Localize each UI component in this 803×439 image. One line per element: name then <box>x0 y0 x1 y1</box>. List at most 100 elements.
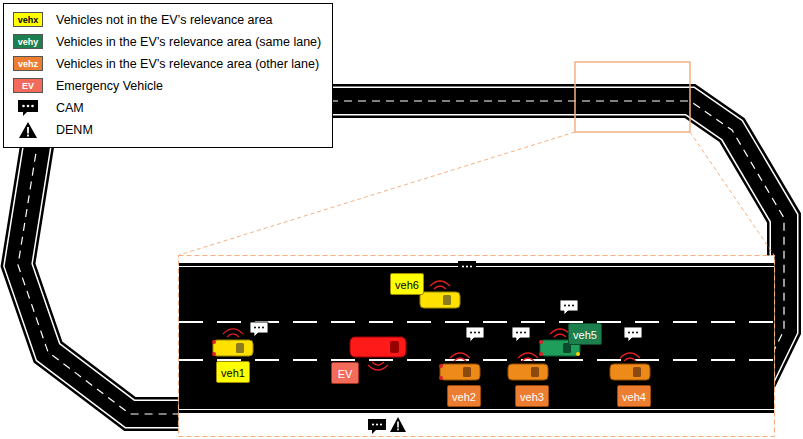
legend-row: DENM <box>4 121 332 139</box>
cam-bubbles <box>560 300 578 315</box>
legend-swatch: vehz <box>13 56 43 71</box>
ev-messages <box>372 423 374 425</box>
car-veh1 <box>212 352 216 356</box>
cam-bubbles <box>524 332 526 334</box>
vehicle-tag: veh4 <box>617 385 651 407</box>
cam-bubbles <box>258 327 260 329</box>
cam-bubbles <box>462 265 464 267</box>
vehicle-tag: EV <box>331 362 359 384</box>
cam-bubbles <box>254 327 256 329</box>
legend-icon-part <box>27 135 29 137</box>
zoom-guide <box>575 62 690 132</box>
ev-messages <box>390 417 406 432</box>
cam-bubbles <box>262 327 264 329</box>
car-veh2 <box>463 367 471 377</box>
cam-bubbles <box>572 305 574 307</box>
cam-bubbles <box>458 261 476 276</box>
legend-text: Vehicles in the EV’s relevance area (oth… <box>56 55 319 73</box>
cam-bubbles <box>250 322 268 337</box>
cam-bubbles <box>628 332 630 334</box>
car-veh5 <box>539 352 543 356</box>
legend-text: DENM <box>56 121 93 139</box>
zoom-box <box>179 256 775 437</box>
cam-bubbles <box>564 305 566 307</box>
car-veh3 <box>531 367 539 377</box>
cam-bubbles <box>250 322 268 337</box>
signal-waves <box>223 329 243 337</box>
zoom-box <box>179 409 774 410</box>
legend-row: vehz Vehicles in the EV’s relevance area … <box>4 55 332 73</box>
cam-bubbles <box>474 332 476 334</box>
legend-icon-part <box>19 122 37 138</box>
car-veh6 <box>420 292 460 308</box>
legend-icon-part <box>27 105 30 108</box>
vehicle-label: veh4 <box>622 391 646 403</box>
swatch-label: EV <box>22 81 34 91</box>
car-ev <box>350 337 406 357</box>
car-veh1 <box>212 340 216 344</box>
car-veh4 <box>610 364 650 380</box>
car-veh3 <box>508 364 548 380</box>
cam-bubbles <box>478 332 480 334</box>
legend-text: Vehicles in the EV’s relevance area (sam… <box>56 33 321 51</box>
legend-swatch: EV <box>13 78 43 93</box>
cam-bubbles <box>568 305 570 307</box>
legend-icon-part <box>18 100 38 116</box>
swatch-label: vehx <box>18 15 39 25</box>
cam-bubbles <box>624 327 642 342</box>
swatch-label: vehz <box>18 59 38 69</box>
vehicle-label: veh2 <box>452 391 476 403</box>
legend-icon-part <box>31 105 34 108</box>
legend-text: Emergency Vehicle <box>56 77 163 95</box>
vehicle-tag: veh5 <box>568 323 602 345</box>
vehicle-tag: veh6 <box>390 273 424 295</box>
legend-row: CAM <box>4 99 332 117</box>
race-track <box>18 140 185 414</box>
car-ev <box>350 337 406 357</box>
cam-bubbles <box>470 265 472 267</box>
legend-row: vehx Vehicles not in the EV’s relevance a… <box>4 11 332 29</box>
legend-icon-part <box>27 127 29 134</box>
signal-waves <box>368 362 388 370</box>
race-track <box>18 140 185 414</box>
cam-bubbles <box>470 332 472 334</box>
denm-icon <box>13 121 43 139</box>
car-veh2 <box>439 376 443 380</box>
cam-bubbles <box>466 327 484 342</box>
vehicles <box>212 292 650 380</box>
car-veh6 <box>420 292 460 308</box>
cam-bubbles <box>520 332 522 334</box>
vehicle-tag: veh2 <box>447 385 481 407</box>
race-track <box>18 140 185 414</box>
vehicle-tag: veh1 <box>216 361 250 383</box>
legend-swatch: vehx <box>13 12 43 27</box>
legend-text: Vehicles not in the EV’s relevance area <box>56 11 273 29</box>
ev-messages <box>368 419 386 434</box>
signal-waves <box>223 281 640 370</box>
cam-bubbles <box>636 332 638 334</box>
vehicle-tag: veh3 <box>515 385 549 407</box>
signal-waves <box>518 353 538 361</box>
car-veh4 <box>610 364 650 380</box>
car-veh2 <box>440 364 480 380</box>
cam-bubbles <box>458 261 476 276</box>
zoom-guide <box>690 132 774 255</box>
car-veh1 <box>212 340 253 356</box>
ev-messages <box>368 419 386 434</box>
legend-icon-part <box>22 105 25 108</box>
cam-bubbles <box>512 327 530 342</box>
car-ev <box>390 341 399 353</box>
race-track <box>18 140 185 414</box>
legend-row: EV Emergency Vehicle <box>4 77 332 95</box>
cam-icon <box>13 99 43 117</box>
ev-messages <box>380 423 382 425</box>
ev-messages <box>397 429 399 431</box>
car-veh4 <box>633 367 641 377</box>
cam-bubbles <box>250 261 642 342</box>
ev-messages <box>397 422 399 428</box>
zoom-box <box>179 266 774 267</box>
vehicle-label: veh3 <box>520 391 544 403</box>
car-veh1 <box>213 340 253 356</box>
zoom-box <box>179 359 774 361</box>
